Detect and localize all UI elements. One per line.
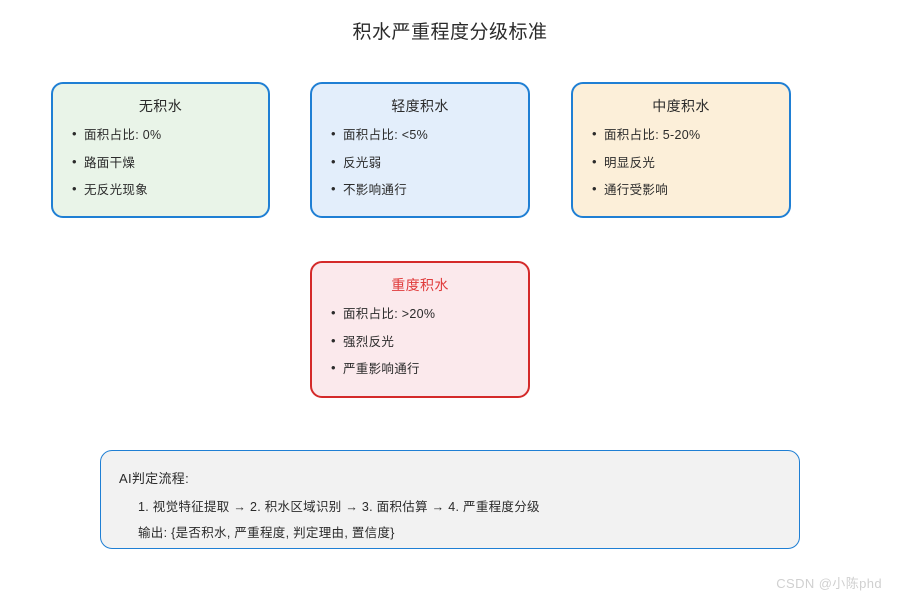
list-item: 不影响通行 bbox=[331, 182, 518, 197]
level-card-title: 重度积水 bbox=[391, 277, 449, 293]
level-card-title: 轻度积水 bbox=[391, 98, 449, 114]
level-card-none: 无积水 面积占比: 0% 路面干燥 无反光现象 bbox=[51, 82, 270, 218]
level-card-title: 无积水 bbox=[138, 98, 183, 114]
ai-flow-panel: AI判定流程: 1. 视觉特征提取 → 2. 积水区域识别 → 3. 面积估算 … bbox=[100, 450, 800, 549]
level-card-moderate: 中度积水 面积占比: 5-20% 明显反光 通行受影响 bbox=[571, 82, 791, 218]
list-item: 强烈反光 bbox=[331, 334, 518, 349]
list-item: 面积占比: 5-20% bbox=[592, 127, 779, 142]
level-card-bullets: 面积占比: >20% 强烈反光 严重影响通行 bbox=[331, 306, 518, 390]
list-item: 无反光现象 bbox=[72, 182, 258, 197]
level-card-severe: 重度积水 面积占比: >20% 强烈反光 严重影响通行 bbox=[310, 261, 530, 398]
watermark: CSDN @小陈phd bbox=[776, 576, 882, 591]
list-item: 面积占比: >20% bbox=[331, 306, 518, 321]
list-item: 明显反光 bbox=[592, 155, 779, 170]
level-card-bullets: 面积占比: 0% 路面干燥 无反光现象 bbox=[72, 127, 258, 211]
list-item: 通行受影响 bbox=[592, 182, 779, 197]
level-card-bullets: 面积占比: 5-20% 明显反光 通行受影响 bbox=[592, 127, 779, 211]
level-card-title: 中度积水 bbox=[652, 98, 710, 114]
ai-flow-output: 输出: {是否积水, 严重程度, 判定理由, 置信度} bbox=[138, 526, 395, 540]
ai-flow-steps: 1. 视觉特征提取 → 2. 积水区域识别 → 3. 面积估算 → 4. 严重程… bbox=[138, 500, 540, 514]
list-item: 严重影响通行 bbox=[331, 361, 518, 376]
level-card-bullets: 面积占比: <5% 反光弱 不影响通行 bbox=[331, 127, 518, 211]
page-title: 积水严重程度分级标准 bbox=[352, 22, 548, 43]
list-item: 面积占比: <5% bbox=[331, 127, 518, 142]
list-item: 路面干燥 bbox=[72, 155, 258, 170]
list-item: 反光弱 bbox=[331, 155, 518, 170]
level-card-light: 轻度积水 面积占比: <5% 反光弱 不影响通行 bbox=[310, 82, 530, 218]
list-item: 面积占比: 0% bbox=[72, 127, 258, 142]
ai-flow-heading: AI判定流程: bbox=[119, 471, 189, 486]
